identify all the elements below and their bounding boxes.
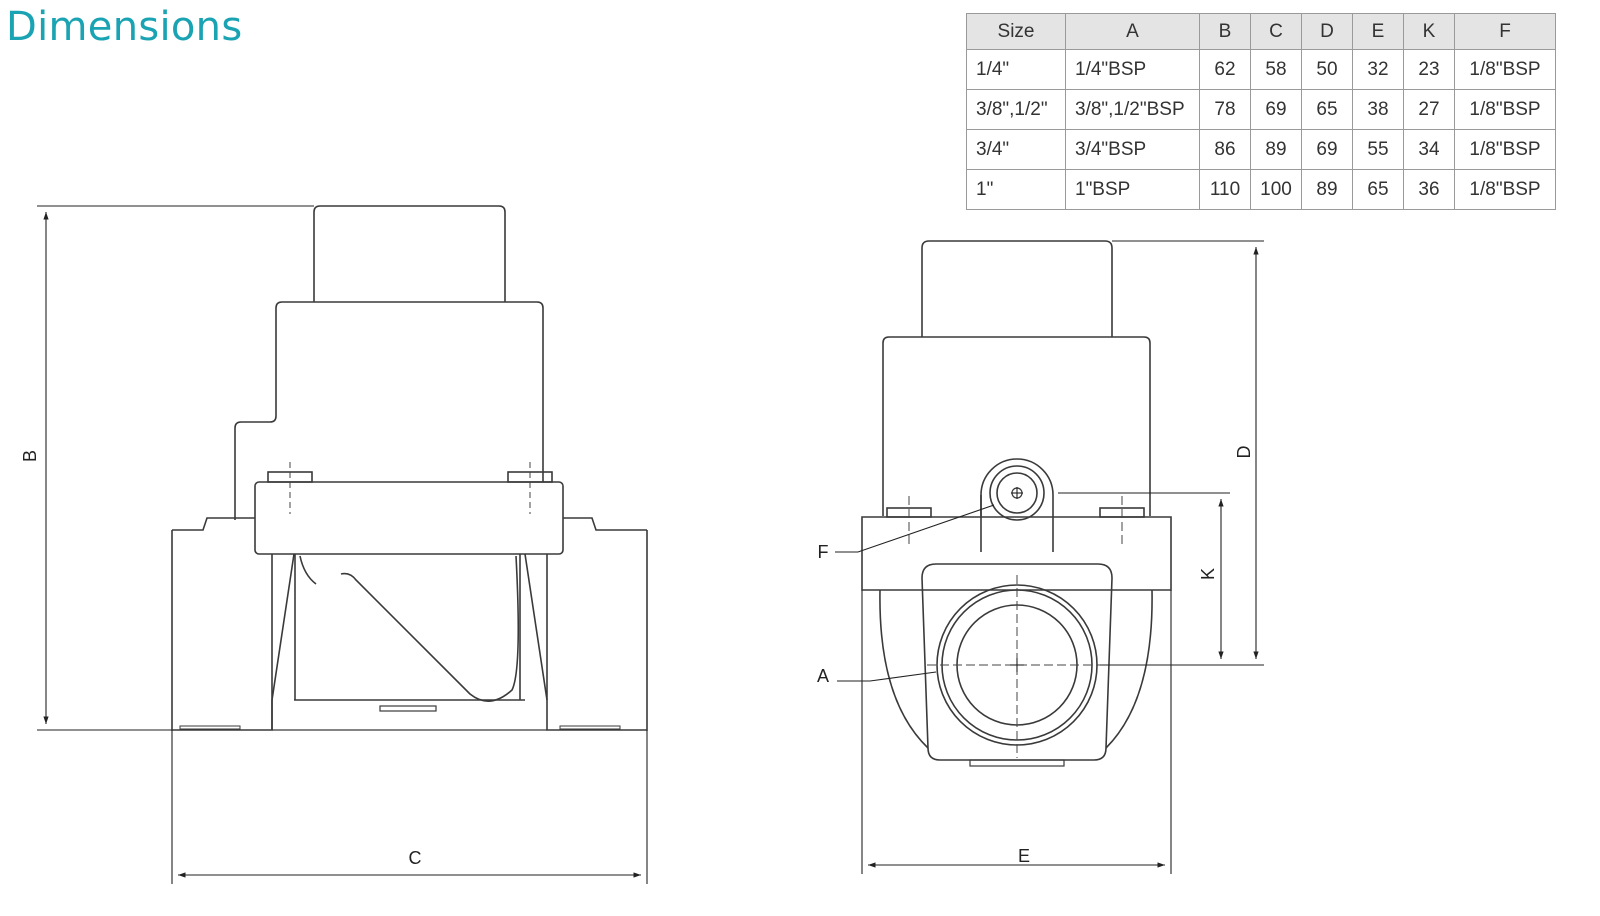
cell-k: 36 — [1403, 169, 1455, 210]
cell-d: 65 — [1301, 89, 1353, 130]
header-f: F — [1454, 13, 1556, 50]
cell-e: 65 — [1352, 169, 1404, 210]
cell-a: 1"BSP — [1065, 169, 1200, 210]
header-c: C — [1250, 13, 1302, 50]
cell-b: 62 — [1199, 49, 1251, 90]
cell-f: 1/8"BSP — [1454, 169, 1556, 210]
dimension-label-d: D — [1234, 446, 1254, 459]
front-view-crosshair — [1010, 487, 1024, 672]
cell-f: 1/8"BSP — [1454, 49, 1556, 90]
cell-k: 23 — [1403, 49, 1455, 90]
side-view-centerlines — [289, 462, 531, 514]
table-header-row: Size A B C D E K F — [966, 13, 1556, 50]
cell-a: 3/4"BSP — [1065, 129, 1200, 170]
cell-a: 3/8",1/2"BSP — [1065, 89, 1200, 130]
header-k: K — [1403, 13, 1455, 50]
cell-size: 3/4" — [966, 129, 1066, 170]
dimension-e — [861, 590, 1172, 874]
cell-a: 1/4"BSP — [1065, 49, 1200, 90]
leader-label-a: A — [817, 666, 829, 686]
cell-e: 55 — [1352, 129, 1404, 170]
page-title: Dimensions — [6, 4, 243, 50]
side-view-valve — [171, 205, 648, 731]
front-view-centerlines — [908, 496, 1123, 758]
cell-f: 1/8"BSP — [1454, 129, 1556, 170]
cell-c: 100 — [1250, 169, 1302, 210]
cell-b: 110 — [1199, 169, 1251, 210]
cell-k: 34 — [1403, 129, 1455, 170]
cell-size: 1" — [966, 169, 1066, 210]
cell-c: 89 — [1250, 129, 1302, 170]
table-row: 3/4" 3/4"BSP 86 89 69 55 34 1/8"BSP — [966, 129, 1556, 170]
cell-c: 58 — [1250, 49, 1302, 90]
dimension-b — [37, 205, 314, 731]
dimension-label-k: K — [1198, 568, 1218, 580]
header-d: D — [1301, 13, 1353, 50]
table-row: 3/8",1/2" 3/8",1/2"BSP 78 69 65 38 27 1/… — [966, 89, 1556, 130]
dimension-d — [1100, 240, 1264, 666]
dimension-k — [1058, 492, 1230, 659]
leader-f — [835, 504, 995, 553]
header-size: Size — [966, 13, 1066, 50]
dimension-label-c: C — [409, 848, 422, 868]
dimension-label-b: B — [20, 450, 40, 462]
leader-a — [837, 671, 937, 682]
table-row: 1" 1"BSP 110 100 89 65 36 1/8"BSP — [966, 169, 1556, 210]
header-e: E — [1352, 13, 1404, 50]
dimensions-table: Size A B C D E K F 1/4" 1/4"BSP 62 58 50… — [966, 13, 1556, 210]
leader-label-f: F — [818, 542, 829, 562]
dimension-c — [171, 730, 648, 884]
dimension-label-e: E — [1018, 846, 1030, 866]
cell-d: 69 — [1301, 129, 1353, 170]
header-a: A — [1065, 13, 1200, 50]
